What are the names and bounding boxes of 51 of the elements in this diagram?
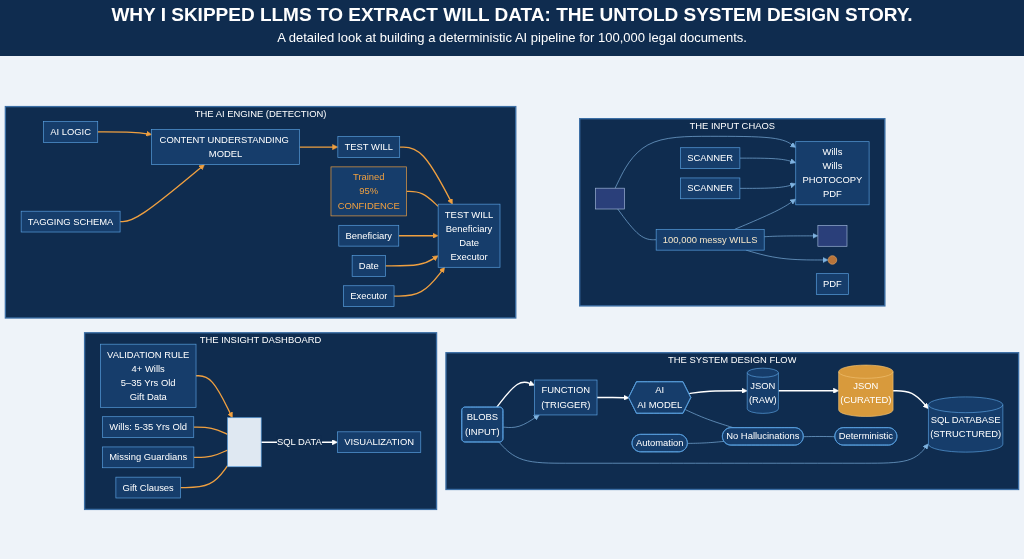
- arrow: [688, 387, 748, 395]
- arrow: [195, 375, 233, 418]
- connector: [179, 464, 229, 489]
- connector: [687, 441, 725, 444]
- arrow: [384, 255, 439, 267]
- cluster: [445, 352, 1020, 491]
- arrow: [495, 380, 535, 409]
- node-box: [680, 177, 741, 200]
- connector: [405, 190, 439, 208]
- node-box: [817, 225, 848, 247]
- arrow: [298, 144, 339, 150]
- node-box: [815, 273, 849, 295]
- node-box: [595, 187, 625, 210]
- arrow: [393, 267, 445, 297]
- node-box: [343, 285, 395, 307]
- node-box: [337, 136, 401, 158]
- arrow: [892, 390, 929, 409]
- diagram-title: WHY I SKIPPED LLMS TO EXTRACT WILL DATA: THE UNTOLD SYSTEM DESIGN STORY.: [111, 4, 913, 26]
- diagram: THE AI ENGINE (DETECTION) AI LOGIC CONTENT UNDERSTANDING MODEL TEST WILL Trained 95% CONFIDENCE TAGGING SCHEMA TEST WILL Beneficiary Date Executor Beneficiary Date Executor THE INPUT CHAOS SCANNER Wills Wills PHOTOCOPY PDF SCANNER 100,000 messy WILLS PDF THE INSIGHT DASHBOARD SQL DATA VALIDATION RULE 4+ Wills 5–35 Yrs Old Gift Data Wills: 5-35 Yrs Old VISUALIZATION Missing Guardians Gift Clauses THE SYSTEM DESIGN FLOW FUNCTION (TRIGGER) AI AI MODEL JSON (RAW) JSON (CURATED) BLOBS (INPUT) SQL DATABASE (STRUCTURED) Automation No Hallucinations Deterministic: [0, 57, 1024, 559]
- connector: [803, 436, 836, 438]
- node-box: [437, 203, 501, 268]
- node-box: [330, 166, 407, 217]
- node-box: [337, 431, 422, 453]
- node-box: [795, 141, 870, 206]
- cluster: [579, 118, 886, 307]
- node-circle: [827, 255, 838, 265]
- node-box: [655, 229, 765, 251]
- connector: [193, 426, 229, 436]
- node-box: [151, 129, 300, 165]
- arrow: [777, 387, 839, 394]
- cluster: [4, 105, 517, 319]
- node-box: [102, 446, 195, 469]
- arrow: [596, 394, 630, 401]
- arrow: [398, 232, 439, 239]
- node-box: [338, 224, 400, 247]
- node-box: [115, 476, 181, 499]
- connector: [193, 449, 229, 459]
- arrow: [97, 130, 152, 137]
- diagram-subtitle: A detailed look at building a deterministic AI pipeline for 100,000 legal documents.: [277, 30, 747, 45]
- arrow: [399, 146, 453, 205]
- node-box: [351, 255, 386, 277]
- node-box: [227, 417, 262, 468]
- node-box: [20, 210, 121, 233]
- node-box: [102, 416, 195, 438]
- connector: [617, 208, 657, 241]
- node-box: [680, 147, 741, 169]
- node-box: [100, 343, 197, 408]
- node-box: [534, 379, 598, 416]
- node-box: [43, 121, 99, 143]
- arrow: [119, 164, 205, 223]
- cluster: [83, 332, 438, 511]
